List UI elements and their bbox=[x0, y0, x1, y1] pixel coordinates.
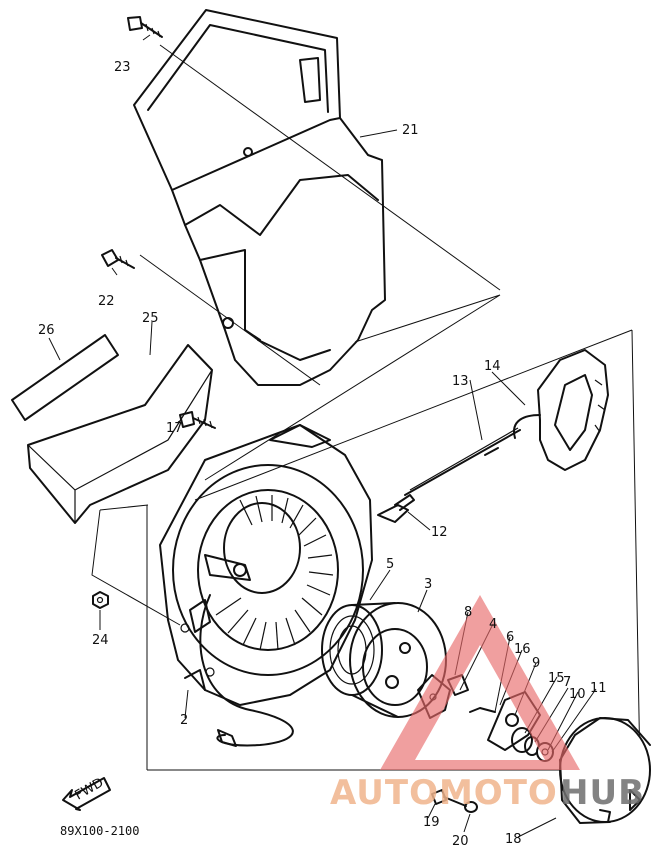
callout-labels: 2 3 4 5 6 7 8 9 10 11 12 13 14 15 16 17 … bbox=[38, 60, 607, 849]
callout-3: 3 bbox=[424, 577, 432, 592]
callout-21: 21 bbox=[402, 123, 419, 138]
watermark-logo-icon bbox=[380, 595, 580, 770]
rope-pulley-part-3 bbox=[321, 602, 447, 718]
callout-26: 26 bbox=[38, 323, 55, 338]
callout-8: 8 bbox=[464, 605, 472, 620]
nut-part-24 bbox=[92, 591, 109, 609]
rope-guide-part-12 bbox=[377, 494, 415, 523]
watermark: AUTOMOTO HUB bbox=[330, 595, 645, 813]
callout-19: 19 bbox=[423, 815, 440, 830]
side-cover-part-25 bbox=[27, 344, 213, 524]
starter-handle-part-14 bbox=[513, 349, 609, 471]
callout-12: 12 bbox=[431, 525, 448, 540]
bolt-part-23 bbox=[127, 16, 163, 38]
bolt-part-17 bbox=[179, 411, 216, 429]
starter-housing-part-2 bbox=[159, 424, 373, 747]
callout-10: 10 bbox=[569, 687, 586, 702]
callout-13: 13 bbox=[452, 374, 469, 389]
callout-23: 23 bbox=[114, 60, 131, 75]
decal-part-26 bbox=[11, 334, 119, 421]
starter-rope-part-13 bbox=[404, 427, 521, 496]
callout-20: 20 bbox=[452, 834, 469, 849]
callout-25: 25 bbox=[142, 311, 159, 326]
callout-5: 5 bbox=[386, 557, 394, 572]
callout-4: 4 bbox=[489, 617, 497, 632]
forward-direction-arrow: FWD bbox=[62, 775, 111, 811]
diagram-reference-code: 89X100-2100 bbox=[60, 824, 139, 838]
callout-11: 11 bbox=[590, 681, 607, 696]
bolt-part-19 bbox=[431, 789, 467, 807]
callout-17: 17 bbox=[166, 421, 183, 436]
fwd-arrow-icon bbox=[62, 777, 111, 811]
watermark-text-hub: HUB bbox=[560, 773, 645, 813]
bolt-part-22 bbox=[101, 249, 135, 269]
callout-24: 24 bbox=[92, 633, 109, 648]
fan-shroud-part-21 bbox=[133, 9, 386, 386]
callout-14: 14 bbox=[484, 359, 501, 374]
callout-2: 2 bbox=[180, 713, 188, 728]
callout-16: 16 bbox=[514, 642, 531, 657]
callout-6: 6 bbox=[506, 630, 514, 645]
washer-part-20 bbox=[464, 801, 478, 813]
callout-18: 18 bbox=[505, 832, 522, 847]
callout-22: 22 bbox=[98, 294, 115, 309]
callout-7: 7 bbox=[563, 675, 571, 690]
callout-9: 9 bbox=[532, 656, 540, 671]
watermark-text-main: AUTOMOTO bbox=[330, 773, 558, 813]
callout-15: 15 bbox=[548, 671, 565, 686]
